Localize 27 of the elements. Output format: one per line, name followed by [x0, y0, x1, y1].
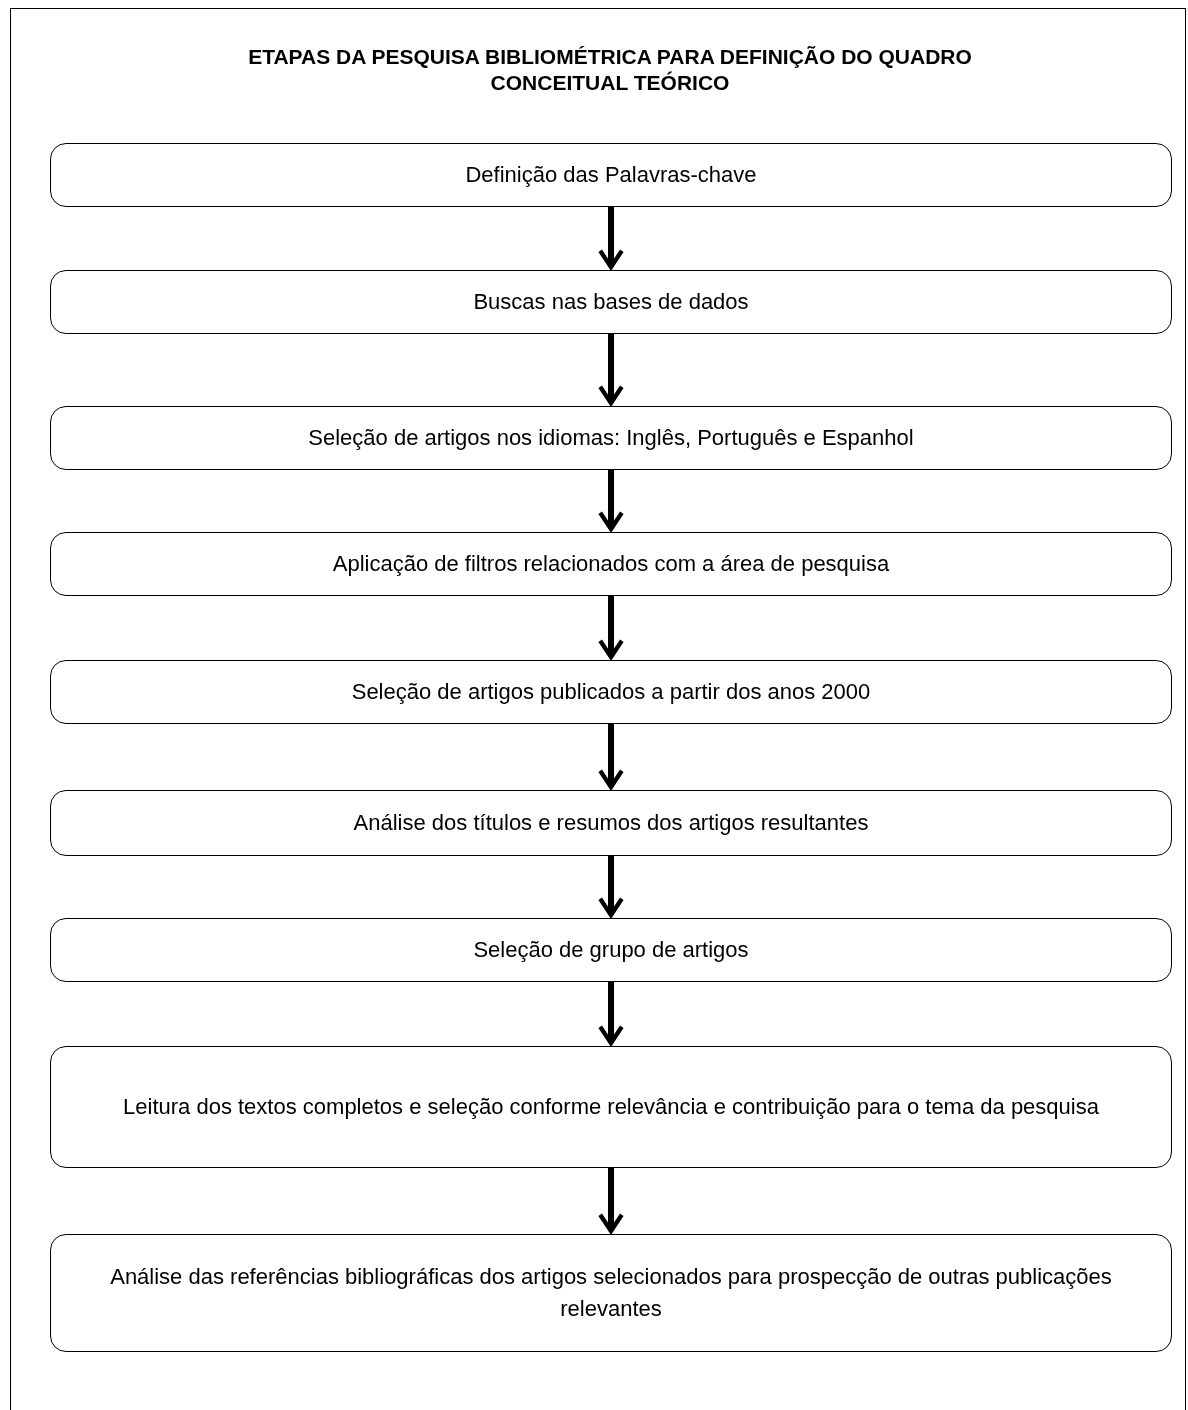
process-box	[50, 918, 1172, 982]
process-box	[50, 143, 1172, 207]
arrow	[598, 724, 624, 790]
process-box	[50, 532, 1172, 596]
diagram-title: ETAPAS DA PESQUISA BIBLIOMÉTRICA PARA DEFINIÇÃO DO QUADRO CONCEITUAL TEÓRICO	[247, 44, 973, 96]
arrow	[598, 470, 624, 532]
process-box	[50, 1234, 1172, 1352]
step-text: Buscas nas bases de dados	[473, 288, 749, 316]
process-box	[50, 270, 1172, 334]
step-text: Definição das Palavras-chave	[465, 161, 757, 189]
step-text: Análise das referências bibliográficas dos artigos selecionados para prospecção de outras publicações relevantes	[109, 1263, 1113, 1323]
process-box	[50, 790, 1172, 856]
arrow	[598, 856, 624, 918]
process-box	[50, 406, 1172, 470]
step-text: Seleção de grupo de artigos	[473, 936, 749, 964]
arrow	[598, 334, 624, 406]
process-box	[50, 660, 1172, 724]
arrow	[598, 982, 624, 1046]
step-text: Seleção de artigos nos idiomas: Inglês, Português e Espanhol	[308, 424, 914, 452]
step-text: Leitura dos textos completos e seleção conforme relevância e contribuição para o tema da pesquisa	[123, 1093, 1099, 1121]
arrow	[598, 207, 624, 270]
arrow	[598, 596, 624, 660]
step-text: Análise dos títulos e resumos dos artigos resultantes	[353, 809, 869, 837]
step-text: Aplicação de filtros relacionados com a área de pesquisa	[332, 550, 890, 578]
process-box	[50, 1046, 1172, 1168]
arrow	[598, 1168, 624, 1234]
step-text: Seleção de artigos publicados a partir dos anos 2000	[351, 678, 871, 706]
